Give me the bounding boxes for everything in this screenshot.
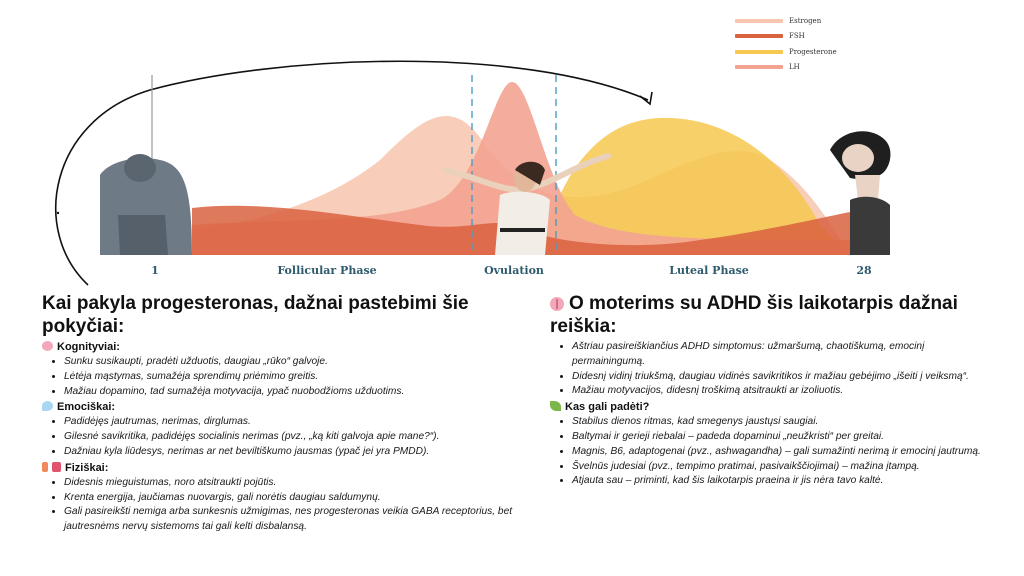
lh-swatch: [735, 65, 783, 70]
legend-label: Progesterone: [789, 47, 837, 56]
legend-item-estrogen: Estrogen: [735, 13, 837, 29]
axis-follicular-phase: Follicular Phase: [277, 264, 377, 277]
crouching-person-figure: [100, 154, 192, 255]
list-item: Padidėjęs jautrumas, nerimas, dirglumas.: [64, 415, 522, 430]
list-item: Didesnis mieguistumas, noro atsitraukti …: [64, 476, 522, 491]
right-heading: O moterims su ADHD šis laikotarpis dažna…: [550, 292, 990, 338]
section-title-emotional: Emociškai:: [42, 400, 522, 415]
list-item: Sunku susikaupti, pradėti užduotis, daug…: [64, 355, 522, 370]
body-icon: [42, 461, 48, 472]
hormone-cycle-illustration: [55, 60, 891, 286]
adhd-list: Aštriau pasireiškiančius ADHD simptomus:…: [550, 340, 990, 399]
progesterone-changes-section: Kai pakyla progesteronas, dažnai pastebi…: [42, 292, 522, 535]
section-title-text: Kognityviai:: [57, 341, 120, 353]
list-item: Magnis, B6, adaptogenai (pvz., ashwagand…: [572, 445, 990, 460]
section-title-text: Fiziškai:: [65, 461, 109, 474]
progesterone-curve: [540, 117, 850, 255]
brain-icon: [42, 341, 53, 351]
list-item: Lėtėja mąstymas, sumažėja sprendimų priė…: [64, 370, 522, 385]
list-item: Aštriau pasireiškiančius ADHD simptomus:…: [572, 340, 990, 370]
section-title-physical: Fiziškai:: [42, 461, 522, 476]
list-item: Krenta energija, jaučiamas nuovargis, ga…: [64, 491, 522, 506]
female-sign-icon: [52, 461, 61, 472]
list-item: Atjauta sau – priminti, kad šis laikotar…: [572, 474, 990, 489]
list-item: Mažiau dopamino, tad sumažėja motyvacija…: [64, 385, 522, 400]
progesterone-swatch: [735, 49, 783, 54]
list-item: Gilesnė savikritika, padidėjęs socialini…: [64, 430, 522, 445]
list-item: Švelnūs judesiai (pvz., tempimo pratimai…: [572, 460, 990, 475]
emotional-list: Padidėjęs jautrumas, nerimas, dirglumas.…: [42, 415, 522, 459]
woman-looking-up-figure: [830, 131, 891, 255]
cognitive-list: Sunku susikaupti, pradėti užduotis, daug…: [42, 355, 522, 399]
legend-item-fsh: FSH: [735, 29, 837, 45]
list-item: Baltymai ir gerieji riebalai – padeda do…: [572, 430, 990, 445]
legend-label: FSH: [789, 32, 805, 41]
section-title-cognitive: Kognityviai:: [42, 340, 522, 355]
axis-day-end: 28: [856, 264, 872, 277]
legend-label: LH: [789, 63, 800, 72]
list-item: Stabilus dienos ritmas, kad smegenys jau…: [572, 415, 990, 430]
help-list: Stabilus dienos ritmas, kad smegenys jau…: [550, 415, 990, 489]
list-item: Gali pasireikšti nemiga arba sunkesnis u…: [64, 505, 522, 535]
section-title-help: Kas gali padėti?: [550, 400, 990, 415]
section-title-text: Emociškai:: [57, 401, 116, 414]
legend-item-lh: LH: [735, 60, 837, 76]
speech-bubble-icon: [42, 401, 53, 412]
axis-day-start: 1: [151, 264, 159, 277]
fsh-swatch: [735, 34, 783, 39]
adhd-section: O moterims su ADHD šis laikotarpis dažna…: [550, 292, 990, 489]
chart-legend: Estrogen FSH Progesterone LH: [735, 13, 837, 75]
herb-icon: [550, 401, 561, 412]
dancing-woman-figure: [442, 153, 611, 255]
list-item: Dažniau kyla liūdesys, nerimas ar net be…: [64, 445, 522, 460]
physical-list: Didesnis mieguistumas, noro atsitraukti …: [42, 476, 522, 535]
left-heading: Kai pakyla progesteronas, dažnai pastebi…: [42, 293, 469, 337]
curved-arrow: [55, 60, 649, 286]
arrow-head-icon: [639, 91, 653, 106]
axis-ovulation: Ovulation: [484, 264, 544, 277]
list-item: Didesnį vidinį triukšmą, daugiau vidinės…: [572, 370, 990, 385]
section-title-text: Kas gali padėti?: [565, 401, 650, 414]
list-item: Mažiau motyvacijos, didesnį troškimą ats…: [572, 384, 990, 399]
brain-icon: [550, 297, 564, 311]
legend-label: Estrogen: [789, 16, 822, 25]
axis-luteal-phase: Luteal Phase: [669, 264, 749, 277]
right-heading-text: O moterims su ADHD šis laikotarpis dažna…: [550, 293, 958, 337]
legend-item-progesterone: Progesterone: [735, 44, 837, 60]
estrogen-swatch: [735, 18, 783, 23]
